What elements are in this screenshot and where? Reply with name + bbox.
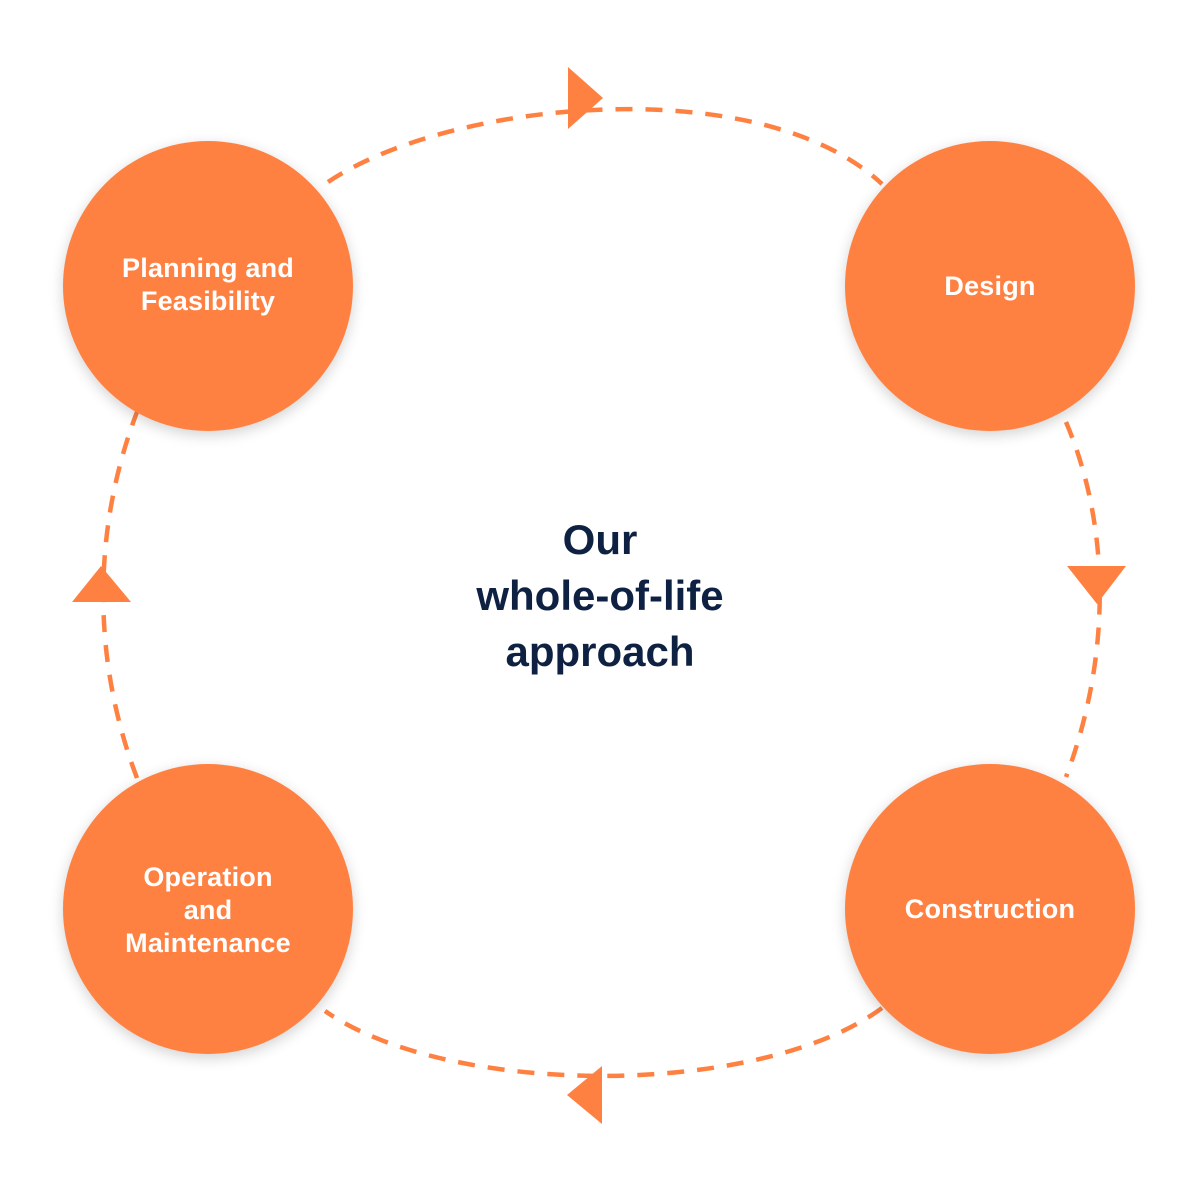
stage-planning-feasibility: Planning and Feasibility <box>63 141 353 431</box>
stage-construction: Construction <box>845 764 1135 1054</box>
connector-design-to-construction <box>1063 421 1102 778</box>
stage-operation-maintenance: Operation and Maintenance <box>63 764 353 1054</box>
arrow-down-icon <box>1067 566 1126 604</box>
arrow-up-icon <box>72 566 131 602</box>
stage-label: Planning and Feasibility <box>122 252 294 316</box>
arrow-right-icon <box>568 67 603 129</box>
diagram-title: Our whole-of-life approach <box>476 516 724 675</box>
stage-design: Design <box>845 141 1135 431</box>
stage-label: Design <box>944 270 1036 301</box>
stage-label: Construction <box>904 893 1076 924</box>
arrow-left-icon <box>567 1066 602 1124</box>
connector-planning-to-design <box>326 106 884 186</box>
flow-arrows <box>72 67 1126 1124</box>
connector-construction-to-operation <box>323 1006 884 1079</box>
stage-label: Operation and Maintenance <box>125 861 291 958</box>
